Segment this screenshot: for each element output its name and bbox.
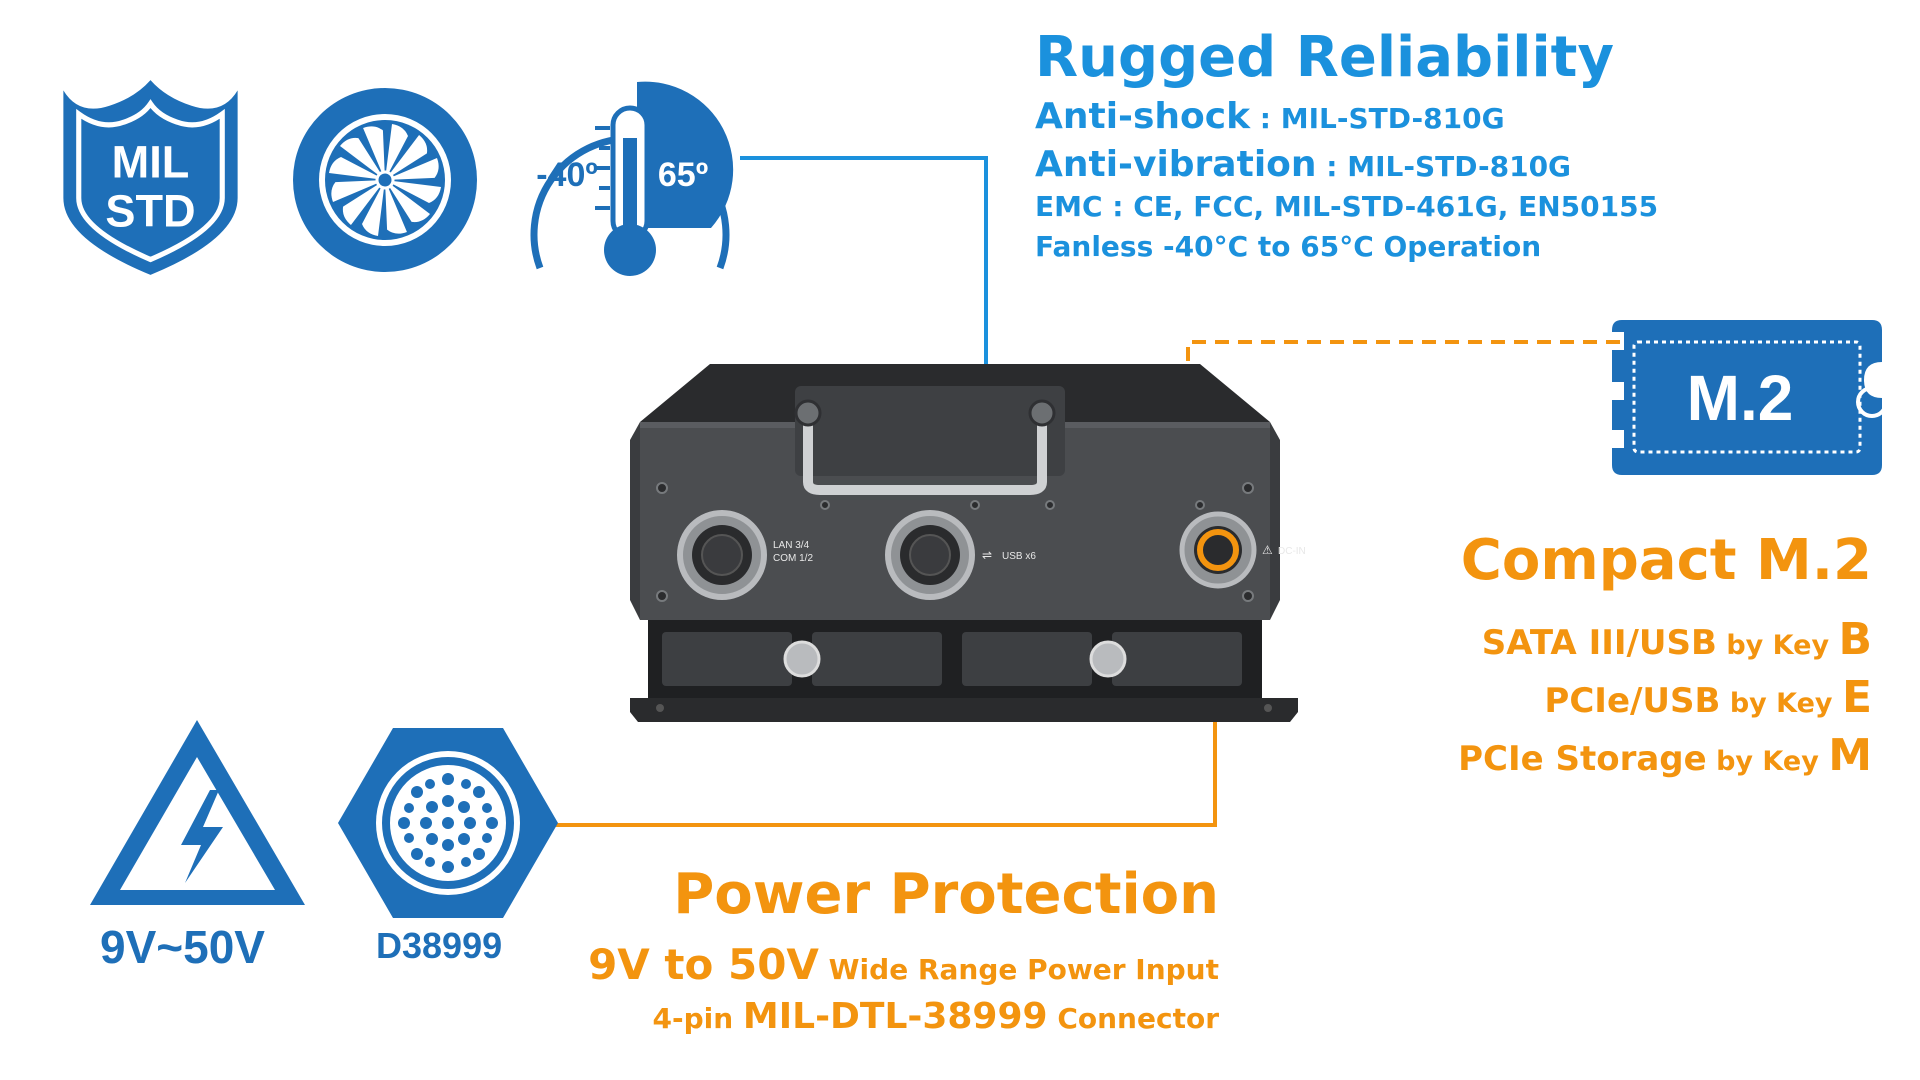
power-connector-post: Connector (1047, 1002, 1219, 1035)
anti-vibration-detail: : MIL-STD-810G (1316, 150, 1572, 183)
mil-std-shield-icon: MIL STD (63, 80, 238, 275)
power-line-connector: 4-pin MIL-DTL-38999 Connector (652, 996, 1219, 1037)
rugged-connector-line (740, 156, 988, 394)
power-connector-main: MIL-DTL-38999 (742, 996, 1048, 1037)
d38999-label: D38999 (376, 925, 503, 966)
rugged-line-shock: Anti-shock : MIL-STD-810G (1035, 96, 1505, 137)
port1-label-line1: LAN 3/4 (773, 540, 810, 551)
compact-m2-title: Compact M.2 (1460, 528, 1872, 593)
m2-row-e-main: PCIe/USB (1544, 681, 1721, 721)
m2-card-icon: M.2 (1612, 320, 1882, 475)
m2-row-e-by: by Key (1720, 688, 1842, 719)
power-range-detail: Wide Range Power Input (818, 953, 1219, 986)
port2-label: USB x6 (1002, 551, 1036, 562)
anti-shock-detail: : MIL-STD-810G (1250, 102, 1505, 135)
rugged-reliability-title: Rugged Reliability (1035, 25, 1614, 90)
m2-row-b-by: by Key (1716, 630, 1839, 661)
std-label: STD (105, 186, 195, 237)
rugged-computer-front-panel: LAN 3/4 COM 1/2 ⇌ USB x6 ⚠ DC-IN (630, 364, 1306, 722)
power-connector-pre: 4-pin (652, 1002, 743, 1035)
temp-high-label: 65º (658, 156, 708, 194)
rugged-line-vibration: Anti-vibration : MIL-STD-810G (1035, 144, 1571, 185)
m2-row-e: PCIe/USB by Key E (1544, 672, 1872, 723)
m2-row-m-key: M (1828, 730, 1872, 781)
fan-icon (293, 88, 477, 272)
m2-row-b: SATA III/USB by Key B (1482, 614, 1872, 665)
voltage-label: 9V~50V (100, 921, 265, 973)
m2-row-m: PCIe Storage by Key M (1458, 730, 1872, 781)
mil-label: MIL (112, 137, 190, 188)
m2-row-b-key: B (1838, 614, 1872, 665)
temp-low-label: -40º (536, 156, 598, 194)
anti-shock-label: Anti-shock (1035, 96, 1251, 137)
port1-label-line2: COM 1/2 (773, 553, 813, 564)
rugged-line-emc: EMC : CE, FCC, MIL-STD-461G, EN50155 (1035, 190, 1659, 223)
power-protection-title: Power Protection (673, 862, 1219, 927)
power-line-range: 9V to 50V Wide Range Power Input (588, 940, 1219, 989)
m2-card-label: M.2 (1687, 362, 1794, 434)
m2-row-b-main: SATA III/USB (1481, 623, 1717, 663)
anti-vibration-label: Anti-vibration (1035, 144, 1317, 185)
m2-row-m-by: by Key (1706, 746, 1829, 777)
dc-warning-icon: ⚠ (1262, 543, 1273, 557)
d38999-connector-icon (338, 728, 558, 918)
m2-row-e-key: E (1841, 672, 1872, 723)
port3-label: DC-IN (1278, 546, 1306, 557)
rugged-line-fanless: Fanless -40°C to 65°C Operation (1035, 230, 1542, 263)
usb-icon: ⇌ (982, 548, 992, 562)
voltage-warning-icon (90, 720, 305, 905)
m2-row-m-main: PCIe Storage (1458, 739, 1707, 779)
power-range-main: 9V to 50V (588, 940, 819, 989)
thermometer-icon: -40º 65º (530, 81, 734, 276)
